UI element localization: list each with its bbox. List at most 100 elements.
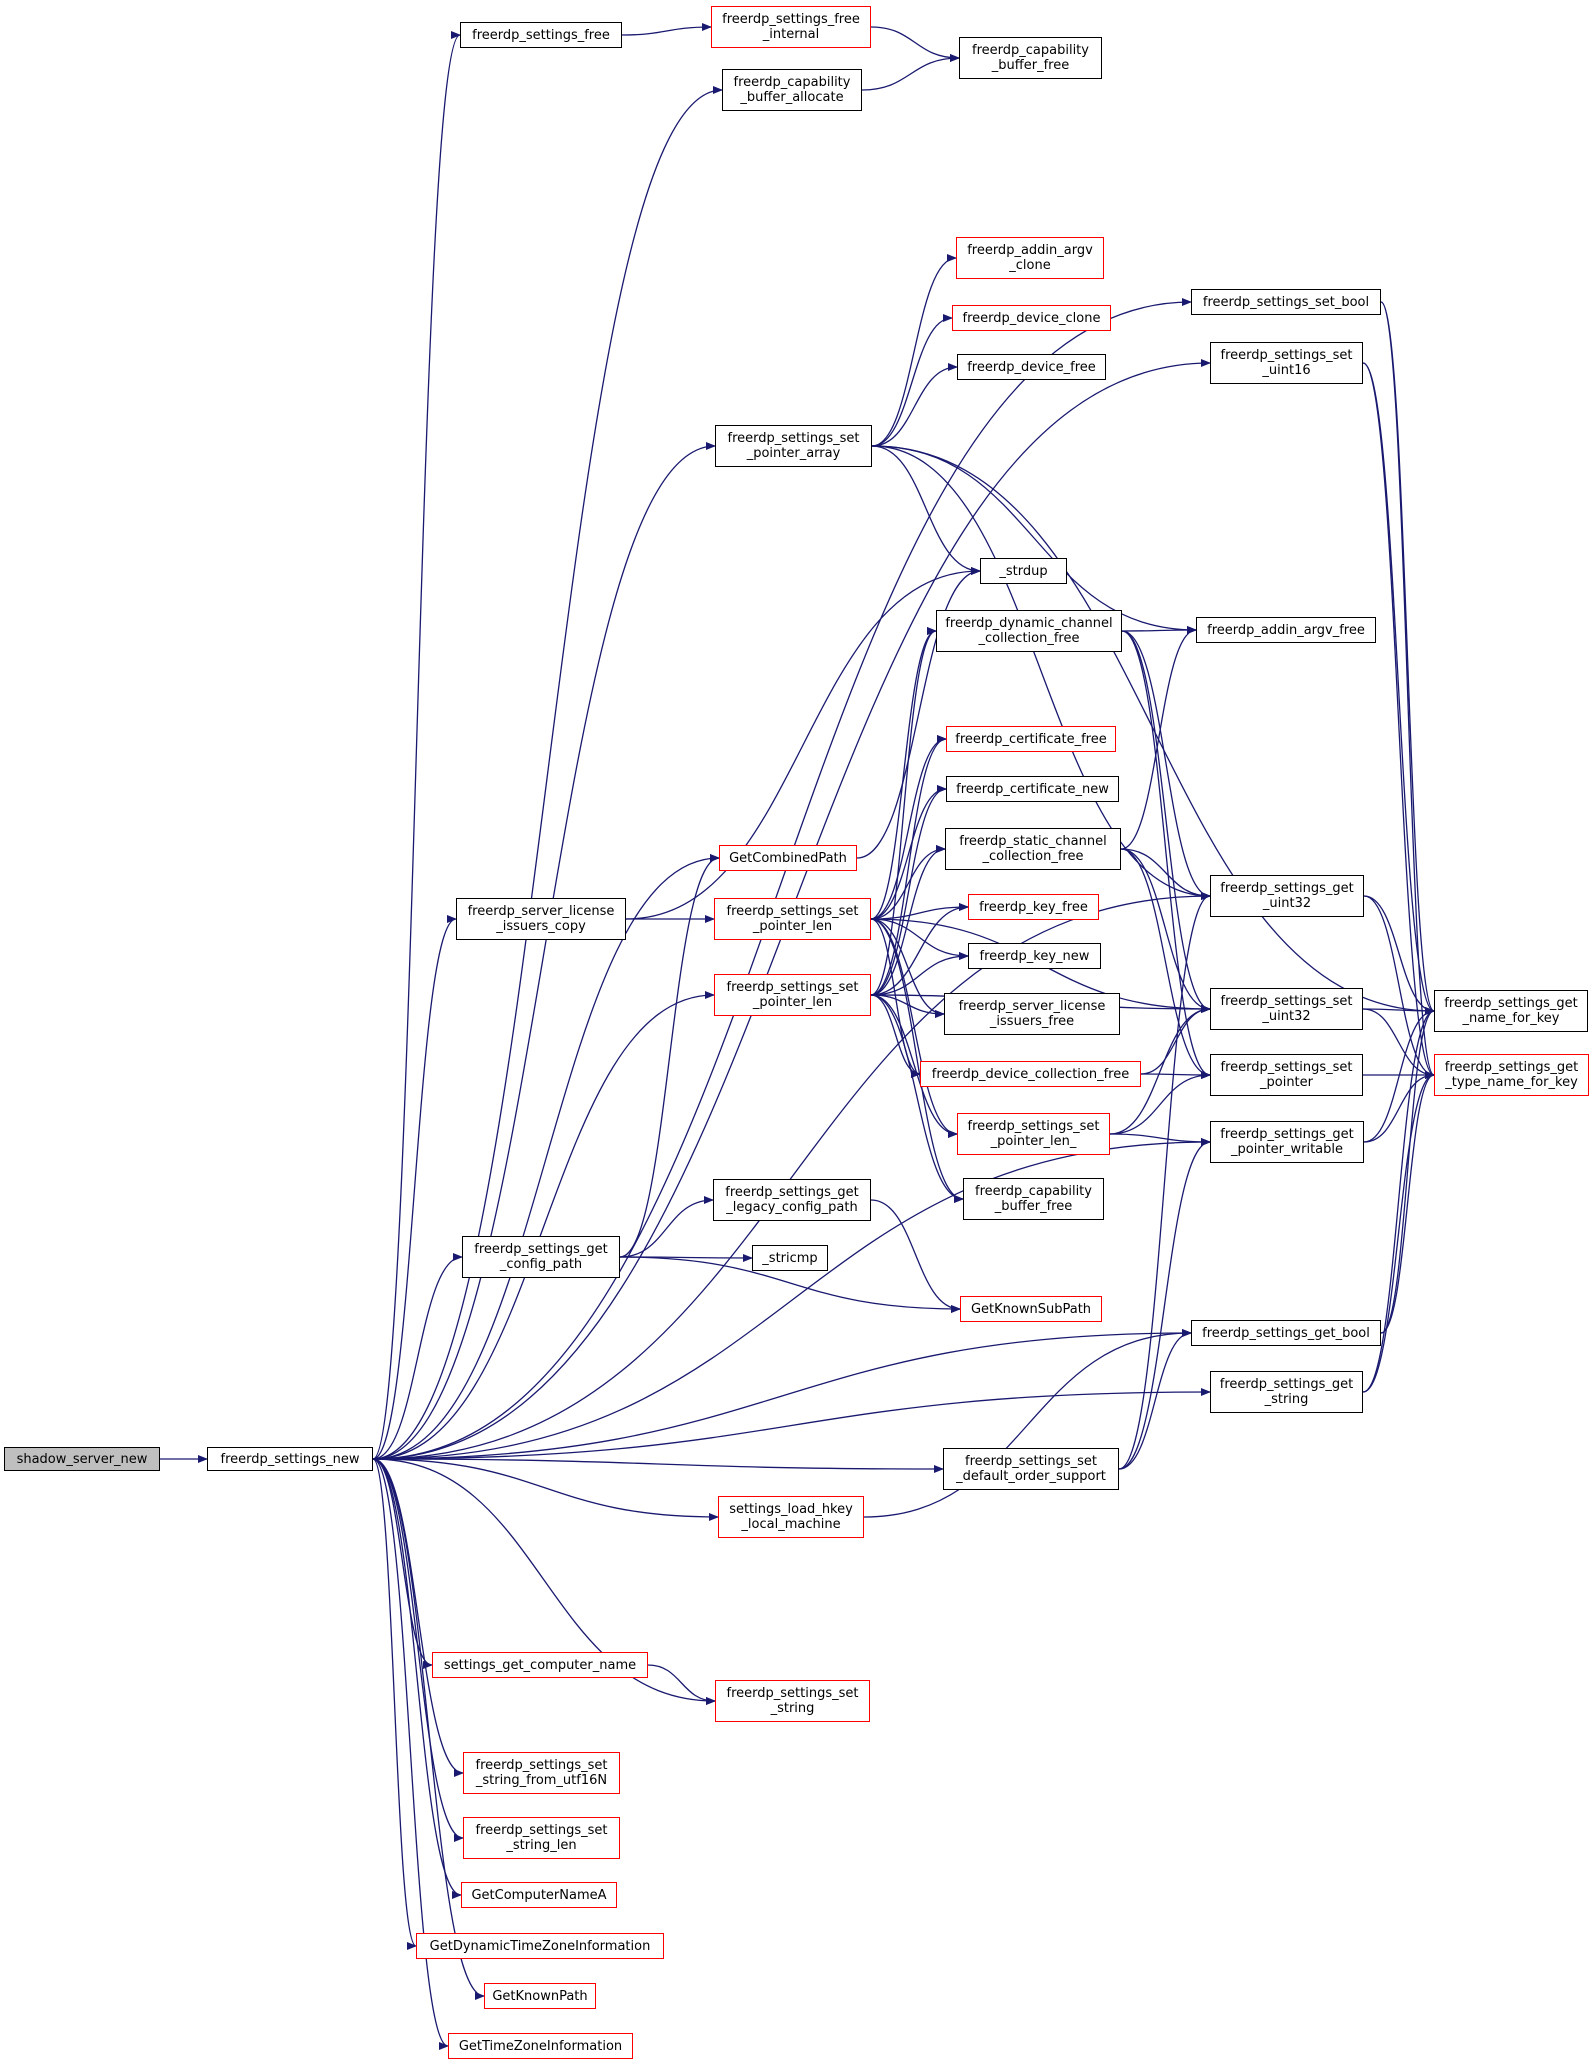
node-label: freerdp_settings_set	[967, 1119, 1100, 1134]
graph-node-capfree2[interactable]: freerdp_capability_buffer_free	[963, 1178, 1104, 1220]
graph-node-legacy[interactable]: freerdp_settings_get_legacy_config_path	[713, 1179, 871, 1221]
node-label: freerdp_addin_argv_free	[1207, 622, 1365, 638]
edge-getbool-to-gettype	[1380, 1071, 1435, 1334]
edge-statfree-to-getu32	[1120, 848, 1211, 900]
graph-node-getbool[interactable]: freerdp_settings_get_bool	[1191, 1320, 1381, 1346]
graph-node-devclone[interactable]: freerdp_device_clone	[952, 305, 1111, 331]
graph-node-setstr[interactable]: freerdp_settings_set_string	[715, 1680, 870, 1722]
graph-node-spl1[interactable]: freerdp_settings_set_pointer_len	[714, 898, 871, 940]
graph-node-stricmp[interactable]: _stricmp	[752, 1245, 828, 1271]
graph-node-slic[interactable]: freerdp_server_license_issuers_copy	[456, 898, 626, 940]
graph-node-dynfree[interactable]: freerdp_dynamic_channel_collection_free	[936, 610, 1122, 652]
edge-getu32-to-getname	[1363, 895, 1435, 1015]
graph-node-strutf[interactable]: freerdp_settings_set_string_from_utf16N	[463, 1752, 620, 1794]
graph-node-getu32[interactable]: freerdp_settings_get_uint32	[1210, 875, 1364, 917]
node-label: GetDynamicTimeZoneInformation	[429, 1938, 651, 1954]
graph-node-devcolfree[interactable]: freerdp_device_collection_free	[920, 1061, 1141, 1087]
graph-node-splu[interactable]: freerdp_settings_set_pointer_len_	[957, 1113, 1110, 1155]
graph-node-sfree[interactable]: freerdp_settings_free	[460, 22, 622, 48]
graph-node-licfree[interactable]: freerdp_server_license_issuers_free	[944, 993, 1120, 1035]
graph-node-cfgpath[interactable]: freerdp_settings_get_config_path	[462, 1236, 620, 1278]
edge-spl2-to-certnew	[870, 785, 947, 996]
edge-spa-to-argvfree	[871, 445, 1197, 634]
node-label: _pointer_len_	[990, 1134, 1077, 1149]
node-label: freerdp_settings_get	[1220, 881, 1354, 896]
graph-node-hkey[interactable]: settings_load_hkey_local_machine	[718, 1496, 864, 1538]
graph-node-getstr[interactable]: freerdp_settings_get_string	[1210, 1371, 1363, 1413]
node-label: shadow_server_new	[16, 1451, 148, 1467]
node-label: freerdp_capability	[975, 1184, 1092, 1199]
edge-hkey-to-getbool	[863, 1329, 1192, 1518]
graph-node-defsup[interactable]: freerdp_settings_set_default_order_suppo…	[943, 1448, 1119, 1490]
node-label: _string_len	[506, 1838, 577, 1853]
graph-node-certfree[interactable]: freerdp_certificate_free	[946, 726, 1116, 752]
node-label: _local_machine	[741, 1517, 841, 1532]
node-label: freerdp_addin_argv	[967, 243, 1093, 258]
graph-node-keyfree[interactable]: freerdp_key_free	[968, 894, 1099, 920]
node-label: settings_load_hkey	[729, 1502, 853, 1517]
graph-node-argvfree[interactable]: freerdp_addin_argv_free	[1196, 617, 1376, 643]
edge-new-to-gdtzi	[372, 1458, 417, 1950]
graph-node-gcna[interactable]: GetComputerNameA	[461, 1882, 617, 1908]
graph-node-root: shadow_server_new	[4, 1447, 160, 1471]
node-label: freerdp_static_channel	[959, 834, 1107, 849]
edge-new-to-getpw	[372, 1138, 1211, 1460]
edge-getbool-to-getname	[1380, 1007, 1435, 1334]
graph-node-statfree[interactable]: freerdp_static_channel_collection_free	[945, 828, 1121, 870]
node-label: freerdp_settings_get_bool	[1202, 1325, 1370, 1341]
graph-node-gettype[interactable]: freerdp_settings_get_type_name_for_key	[1434, 1054, 1589, 1096]
edge-getpw-to-gettype	[1363, 1071, 1435, 1143]
edge-statfree-to-argvfree	[1120, 626, 1197, 850]
graph-node-combined[interactable]: GetCombinedPath	[719, 845, 857, 871]
edge-getpw-to-getname	[1363, 1007, 1435, 1143]
graph-node-strdup[interactable]: _strdup	[980, 558, 1067, 584]
edge-spl2-to-keynew	[870, 952, 969, 996]
graph-node-gkp[interactable]: GetKnownPath	[484, 1983, 596, 2009]
graph-node-setptr[interactable]: freerdp_settings_set_pointer	[1210, 1054, 1363, 1096]
graph-node-devfree[interactable]: freerdp_device_free	[957, 354, 1106, 380]
node-label: freerdp_settings_get	[725, 1185, 859, 1200]
edge-statfree-to-setptr	[1120, 848, 1211, 1079]
edge-new-to-combined	[372, 854, 720, 1460]
edge-spl2-to-splu	[870, 994, 958, 1138]
graph-node-gdtzi[interactable]: GetDynamicTimeZoneInformation	[416, 1933, 664, 1959]
graph-node-sfreei[interactable]: freerdp_settings_free_internal	[711, 6, 871, 48]
graph-node-setu16[interactable]: freerdp_settings_set_uint16	[1210, 342, 1363, 384]
graph-node-getpw[interactable]: freerdp_settings_get_pointer_writable	[1210, 1121, 1364, 1163]
node-label: freerdp_settings_set	[475, 1823, 608, 1838]
edge-cfgpath-to-knownsub	[619, 1256, 961, 1313]
edge-spl1-to-certfree	[870, 735, 947, 920]
edge-sfreei-to-capfree1	[870, 26, 960, 62]
graph-node-getname[interactable]: freerdp_settings_get_name_for_key	[1434, 990, 1588, 1032]
node-label: settings_get_computer_name	[443, 1657, 637, 1673]
node-label: freerdp_settings_get	[1444, 1060, 1579, 1075]
graph-node-compname[interactable]: settings_get_computer_name	[432, 1652, 648, 1678]
graph-node-new[interactable]: freerdp_settings_new	[207, 1447, 373, 1471]
graph-node-spa[interactable]: freerdp_settings_set_pointer_array	[715, 425, 872, 467]
graph-node-gtzi[interactable]: GetTimeZoneInformation	[448, 2033, 633, 2059]
edge-new-to-capalloc	[372, 86, 723, 1460]
edge-defsup-to-getpw	[1118, 1138, 1211, 1470]
graph-node-strlen[interactable]: freerdp_settings_set_string_len	[463, 1817, 620, 1859]
graph-node-setbool[interactable]: freerdp_settings_set_bool	[1191, 289, 1381, 315]
graph-node-capalloc[interactable]: freerdp_capability_buffer_allocate	[722, 69, 862, 111]
node-label: freerdp_settings_free	[722, 12, 860, 27]
graph-node-certnew[interactable]: freerdp_certificate_new	[946, 776, 1119, 802]
node-label: _issuers_copy	[496, 919, 586, 934]
edge-getstr-to-gettype	[1362, 1071, 1435, 1393]
edge-statfree-to-setu32	[1120, 848, 1211, 1013]
edge-new-to-getbool	[372, 1329, 1192, 1460]
graph-node-keynew[interactable]: freerdp_key_new	[968, 943, 1101, 969]
node-label: freerdp_settings_set	[727, 431, 860, 446]
edge-getstr-to-getname	[1362, 1007, 1435, 1393]
graph-node-setu32[interactable]: freerdp_settings_set_uint32	[1210, 988, 1363, 1030]
graph-node-knownsub[interactable]: GetKnownSubPath	[960, 1296, 1102, 1322]
node-label: _name_for_key	[1462, 1011, 1560, 1026]
node-label: _config_path	[499, 1257, 583, 1272]
graph-node-argvclone[interactable]: freerdp_addin_argv_clone	[956, 237, 1104, 279]
graph-node-capfree1[interactable]: freerdp_capability_buffer_free	[959, 37, 1102, 79]
graph-node-spl2[interactable]: freerdp_settings_set_pointer_len	[714, 974, 871, 1016]
node-label: GetComputerNameA	[471, 1887, 607, 1903]
node-label: freerdp_settings_get	[474, 1242, 608, 1257]
